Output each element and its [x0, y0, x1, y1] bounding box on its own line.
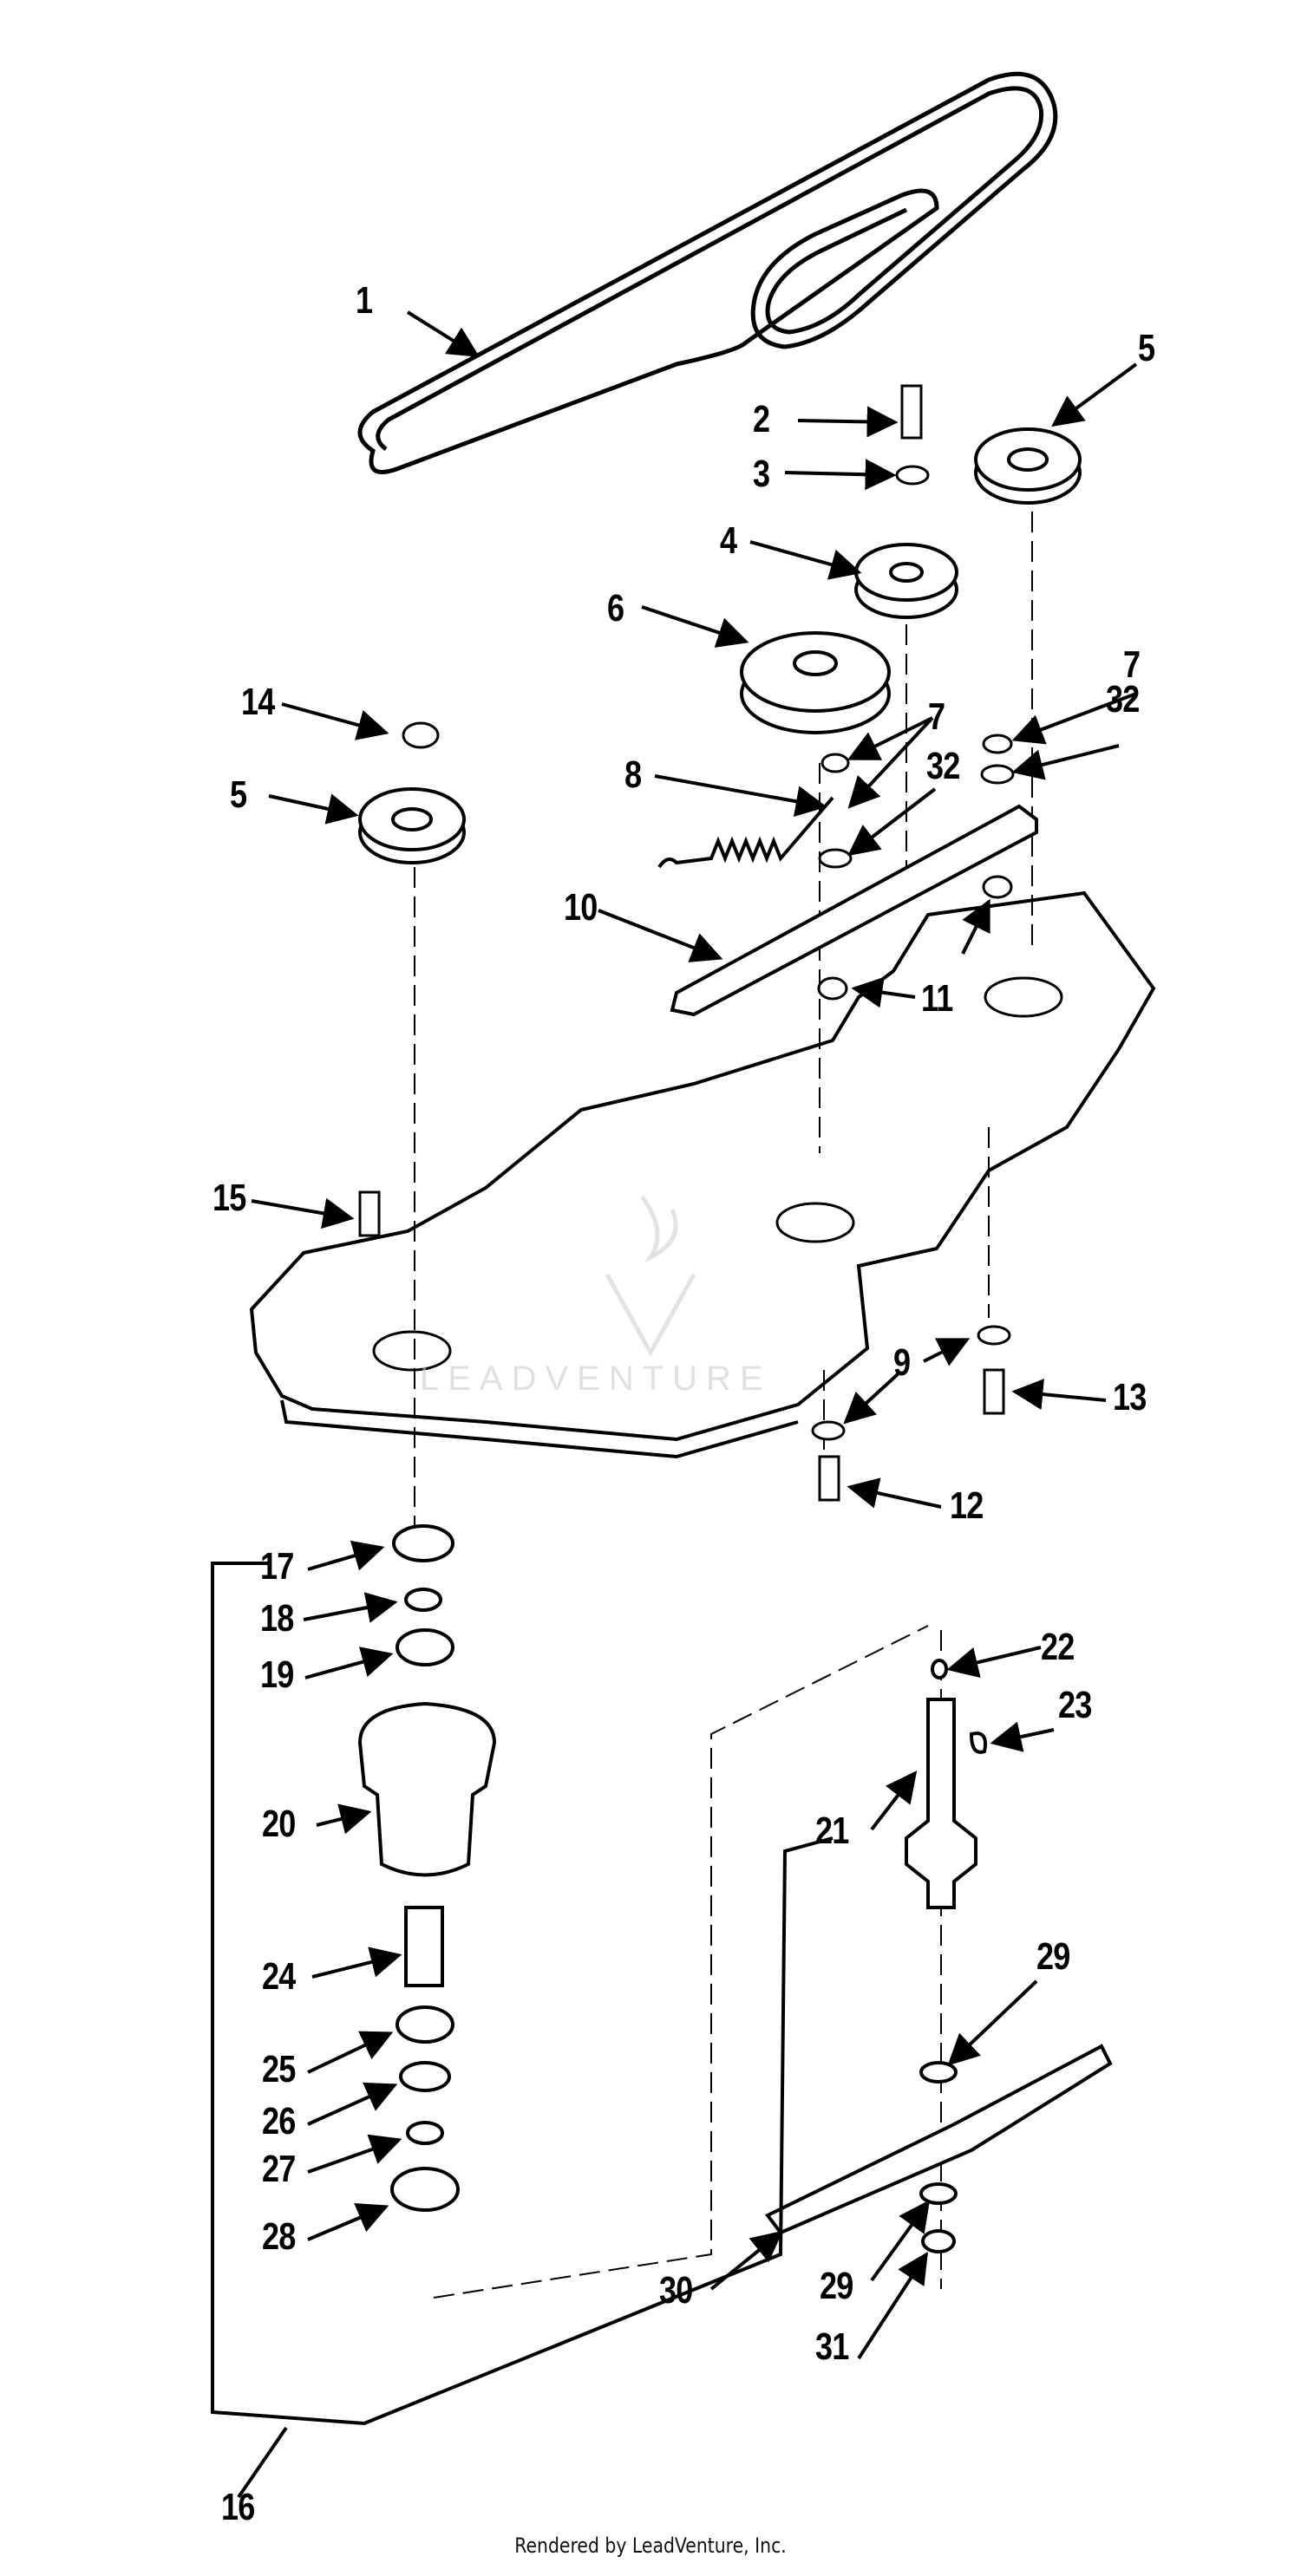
callout-28: 28	[262, 2215, 296, 2258]
spacer	[982, 875, 1013, 899]
deck-spindle-hole	[775, 1202, 855, 1243]
woodruff-key	[969, 1731, 987, 1754]
callout-30: 30	[659, 2269, 693, 2312]
callout-22: 22	[1041, 1626, 1075, 1668]
spindle-housing	[357, 1701, 497, 1877]
callout-leaders	[251, 310, 1138, 2360]
callout-24: 24	[262, 1955, 296, 1998]
callout-15: 15	[212, 1177, 246, 1219]
spacer-tube	[404, 1906, 444, 1987]
locknut	[820, 753, 850, 773]
seal-17	[392, 1524, 454, 1562]
idler-spring	[657, 796, 834, 869]
callout-8: 8	[624, 753, 642, 796]
callout-7-center: 7	[928, 695, 945, 738]
locknut	[982, 734, 1013, 754]
carriage-bolt	[900, 384, 923, 440]
callout-13: 13	[1113, 1376, 1147, 1418]
washer-9	[977, 1325, 1011, 1346]
flame-v-logo	[605, 1195, 696, 1358]
idler-pulley	[854, 543, 958, 619]
callout-23: 23	[1058, 1684, 1092, 1726]
callout-14: 14	[241, 681, 275, 723]
center-pulley	[740, 631, 891, 734]
callout-7-right: 7	[1123, 643, 1141, 686]
callout-25: 25	[262, 2048, 296, 2090]
drive-belt	[357, 71, 1058, 474]
callout-11: 11	[921, 977, 953, 1020]
callout-27: 27	[262, 2148, 296, 2190]
hex-bolt-15	[358, 1190, 381, 1237]
snap-ring	[399, 2061, 451, 2092]
spacer-18	[404, 1588, 442, 1612]
spindle-assembly-bracket	[211, 1562, 834, 2426]
callout-17: 17	[260, 1545, 294, 1588]
blade-washer-lower	[919, 2182, 958, 2205]
hex-bolt-12	[818, 1455, 840, 1502]
washer-9	[811, 1420, 846, 1441]
callout-2: 2	[753, 398, 770, 440]
callout-5-right: 5	[1138, 327, 1155, 369]
callout-31: 31	[815, 2325, 849, 2368]
callout-18: 18	[260, 1597, 294, 1640]
callout-19: 19	[260, 1653, 294, 1696]
callout-10: 10	[564, 886, 598, 929]
callout-5-left: 5	[230, 773, 247, 816]
callout-9: 9	[893, 1341, 911, 1384]
watermark-text: LEADVENTURE	[420, 1360, 772, 1398]
callout-12: 12	[950, 1484, 984, 1527]
idler-arm	[670, 804, 1038, 1017]
lockwasher	[980, 764, 1015, 785]
hex-nut-left	[402, 721, 440, 749]
pulley-right	[974, 427, 1082, 505]
spindle-shaft	[905, 1698, 977, 1909]
callout-32-center: 32	[926, 745, 960, 787]
mower-deck-plate	[249, 890, 1156, 1442]
callout-29-upper: 29	[1036, 1935, 1070, 1978]
callout-21: 21	[815, 1810, 849, 1852]
spacer-27	[406, 2121, 444, 2145]
deck-spindle-hole	[984, 976, 1063, 1018]
bushing	[895, 465, 930, 486]
lockwasher	[818, 848, 853, 869]
bearing-19	[396, 1628, 454, 1666]
callout-29-lower: 29	[820, 2265, 853, 2307]
callout-3: 3	[753, 453, 770, 495]
callout-32-right: 32	[1106, 678, 1140, 721]
deck-spindle-hole	[372, 1330, 452, 1372]
callout-20: 20	[262, 1803, 296, 1845]
blade-nut	[921, 2229, 956, 2253]
hex-bolt-13	[983, 1368, 1005, 1415]
blade-washer-upper	[919, 2061, 958, 2084]
seal-28	[390, 2167, 460, 2212]
bearing-25	[396, 2005, 454, 2044]
spacer	[817, 976, 848, 1001]
callout-4: 4	[720, 519, 737, 562]
pulley-left	[358, 787, 466, 864]
callout-6: 6	[607, 587, 624, 629]
callout-26: 26	[262, 2100, 296, 2142]
render-credit-footer: Rendered by LeadVenture, Inc.	[514, 2534, 787, 2558]
callout-1: 1	[356, 279, 373, 322]
grease-fitting	[931, 1659, 948, 1679]
callout-16: 16	[221, 2486, 255, 2528]
